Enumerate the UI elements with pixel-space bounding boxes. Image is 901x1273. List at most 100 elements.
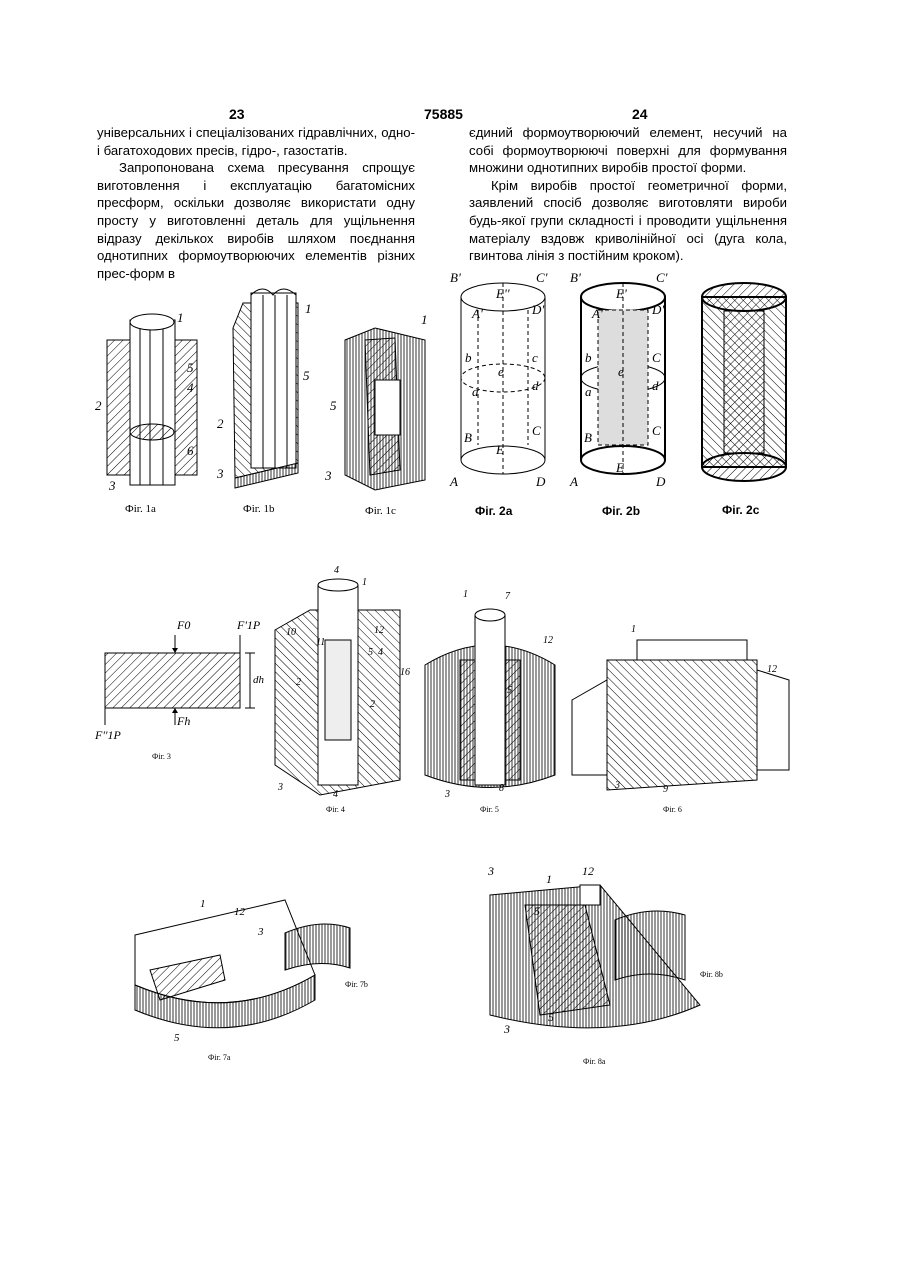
fig2b-label-B1: B' (570, 270, 581, 285)
fig2a-label-e: e (498, 364, 504, 379)
fig6-label-1: 1 (631, 624, 636, 635)
fig2a-label-b: b (465, 350, 472, 365)
fig7a-label-12: 12 (234, 906, 246, 918)
page-number-left: 23 (229, 106, 245, 122)
fig1a-label-4: 4 (187, 380, 194, 395)
fig1c-label-1: 1 (421, 312, 428, 327)
fig2b-label-E1: E' (615, 286, 627, 301)
caption-fig1b: Фіг. 1b (243, 503, 275, 515)
caption-fig6: Фіг. 6 (663, 805, 682, 814)
fig2a-label-c: c (532, 350, 538, 365)
fig2a-label-B1: B' (450, 270, 461, 285)
figure-7b-drawing (285, 918, 355, 973)
figure-3-drawing: F0 F'1P dh F''1P Fh (95, 615, 270, 745)
fig1c-label-5: 5 (330, 398, 337, 413)
fig2b-label-B: B (584, 430, 592, 445)
caption-fig5: Фіг. 5 (480, 805, 499, 814)
fig8a-label-12: 12 (582, 864, 594, 878)
fig2a-label-C: C (532, 423, 541, 438)
figure-2b-drawing: B' C' E' A' D' b C e a d B C E A D (568, 270, 678, 490)
fig4-label-4: 4 (378, 647, 383, 658)
figure-1b-drawing: 1 5 2 3 (213, 283, 323, 493)
fig2a-label-B: B (464, 430, 472, 445)
fig2a-label-d: d (532, 378, 539, 393)
fig2a-label-E2: E'' (495, 286, 510, 301)
fig2b-label-b: b (585, 350, 592, 365)
fig2a-label-A1: A' (471, 306, 483, 321)
left-paragraph-2: Запропонована схема пресування спрощує в… (97, 159, 415, 282)
fig2b-label-E: E (615, 460, 624, 475)
fig4-label-16: 16 (400, 667, 410, 678)
caption-fig3: Фіг. 3 (152, 752, 171, 761)
caption-fig2b: Фіг. 2b (602, 504, 640, 518)
fig2b-label-D1: D' (651, 302, 664, 317)
caption-fig7a: Фіг. 7а (208, 1053, 230, 1062)
right-paragraph-1: єдиний формоутворюючий елемент, несучий … (469, 124, 787, 177)
fig4-label-12: 12 (374, 625, 384, 636)
left-paragraph-1: універсальних і спеціалізованих гідравлі… (97, 124, 415, 159)
fig4-label-4-bottom: 4 (333, 789, 338, 800)
right-paragraph-2: Крім виробів простої геометричної форми,… (469, 177, 787, 265)
figure-1c-drawing: 1 5 3 (325, 310, 435, 495)
figure-2c-drawing (692, 275, 797, 490)
fig2a-label-A: A (449, 474, 458, 489)
fig2b-label-C: C (652, 423, 661, 438)
fig2a-label-D: D (535, 474, 546, 489)
fig2a-label-E: E (495, 442, 504, 457)
fig1b-label-1: 1 (305, 301, 312, 316)
fig5-label-12: 12 (543, 635, 553, 646)
fig2b-label-D: D (655, 474, 666, 489)
fig2b-label-A: A (569, 474, 578, 489)
figure-4-drawing: 4 1 11 10 12 5 4 2 16 2 3 4 (270, 565, 410, 800)
figure-6-drawing: 1 12 3 9 (567, 620, 792, 800)
fig1b-label-5: 5 (303, 368, 310, 383)
fig1b-label-2: 2 (217, 416, 224, 431)
fig1a-label-3: 3 (108, 478, 116, 493)
fig7a-label-5: 5 (174, 1032, 180, 1044)
fig4-label-3: 3 (277, 782, 283, 793)
fig4-label-1: 1 (362, 577, 367, 588)
figure-5-drawing: 1 7 12 5 3 8 (415, 585, 565, 805)
fig3-label-dh: dh (253, 674, 265, 686)
fig5-label-3: 3 (444, 789, 450, 800)
fig4-label-5: 5 (368, 647, 373, 658)
fig1a-label-5: 5 (187, 360, 194, 375)
fig2b-label-d: d (652, 378, 659, 393)
figure-2a-drawing: B' C' E'' A' D' b c e a d B C E A D (448, 270, 558, 490)
fig1c-label-3: 3 (324, 468, 332, 483)
fig4-label-11: 11 (316, 637, 325, 648)
fig2b-label-e: e (618, 364, 624, 379)
fig2a-label-D1: D' (531, 302, 544, 317)
caption-fig2a: Фіг. 2а (475, 504, 512, 518)
fig2b-label-a: a (585, 384, 592, 399)
fig7a-label-3: 3 (257, 926, 264, 938)
fig3-label-Fh: Fh (176, 714, 190, 728)
left-text-column: універсальних і спеціалізованих гідравлі… (97, 124, 415, 282)
fig1a-label-6: 6 (187, 443, 194, 458)
fig5-label-7: 7 (505, 591, 511, 602)
fig2b-label-C1: C' (656, 270, 668, 285)
caption-fig7b: Фіг. 7b (345, 980, 368, 989)
patent-number: 75885 (424, 106, 463, 122)
fig2b-label-c: C (652, 350, 661, 365)
figure-1a-drawing: 1 5 4 2 6 3 (95, 300, 215, 500)
fig4-label-2-right: 2 (370, 699, 375, 710)
caption-fig1a: Фіг. 1а (125, 503, 156, 515)
fig6-label-9: 9 (663, 784, 668, 795)
fig6-label-12: 12 (767, 664, 777, 675)
fig6-label-3: 3 (614, 780, 620, 791)
fig3-label-F1P-bottom: F''1P (94, 728, 121, 742)
fig2a-label-a: a (472, 384, 479, 399)
caption-fig2c: Фіг. 2с (722, 503, 759, 517)
page-number-right: 24 (632, 106, 648, 122)
fig4-label-10: 10 (286, 627, 296, 638)
fig8a-label-5-top: 5 (534, 904, 540, 918)
fig4-label-4-top: 4 (334, 565, 339, 576)
caption-fig8b: Фіг. 8b (700, 970, 723, 979)
caption-fig8a: Фіг. 8а (583, 1057, 605, 1066)
fig4-label-2-left: 2 (296, 677, 301, 688)
fig8a-label-5-bottom: 5 (548, 1010, 554, 1024)
figure-8b-drawing (615, 900, 690, 985)
caption-fig4: Фіг. 4 (326, 805, 345, 814)
fig5-label-8: 8 (499, 783, 504, 794)
